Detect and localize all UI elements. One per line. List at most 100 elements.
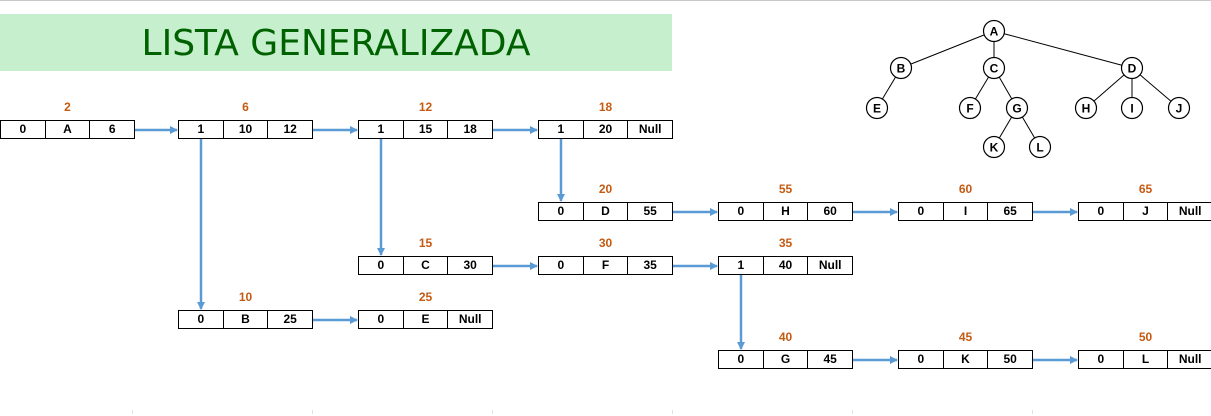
node-value-cell: H	[762, 203, 808, 220]
node-flag-cell: 0	[917, 352, 925, 366]
tree-node-e: E	[865, 96, 889, 120]
node-flag-cell: 0	[557, 204, 565, 218]
node-value-cell: 10	[222, 121, 268, 138]
node-flag-cell: 0	[737, 204, 745, 218]
node-next-cell: 45	[807, 351, 852, 368]
node-flag-cell: 0	[1097, 204, 1105, 218]
node-value-cell: J	[1122, 203, 1168, 220]
node-address: 30	[598, 236, 613, 250]
grid-tick	[852, 410, 853, 414]
node-address: 15	[418, 236, 433, 250]
node-address: 60	[958, 182, 973, 196]
tree-edge	[974, 76, 990, 100]
tree-node-label: I	[1130, 102, 1133, 116]
node-flag-cell: 1	[377, 122, 385, 136]
tree-node-label: H	[1082, 102, 1091, 116]
node-flag-cell: 1	[557, 122, 565, 136]
tree-node-label: L	[1036, 141, 1043, 155]
tree-edge	[1139, 74, 1172, 102]
tree-edge	[881, 76, 897, 100]
tree-node-circle	[982, 19, 1006, 43]
node-flag-cell: 1	[737, 258, 745, 272]
node-address: 6	[242, 100, 249, 114]
node-next-cell: Null	[807, 257, 852, 274]
tree-node-circle	[958, 96, 982, 120]
node-address: 18	[598, 100, 613, 114]
tree-node-circle	[1005, 96, 1029, 120]
node-flag-cell: 0	[737, 352, 745, 366]
grid-tick	[132, 410, 133, 414]
tree-node-circle	[1074, 96, 1098, 120]
node-next-cell: 12	[267, 121, 312, 138]
tree-node-circle	[1028, 135, 1052, 159]
node-next-cell: 18	[447, 121, 492, 138]
tree-node-circle	[982, 56, 1006, 80]
node-address: 25	[418, 290, 433, 304]
node-address: 65	[1138, 182, 1153, 196]
tree-node-circle	[982, 135, 1006, 159]
node-value-cell: L	[1122, 351, 1168, 368]
tree-edge	[998, 116, 1013, 139]
node-address: 35	[778, 236, 793, 250]
node-value-cell: E	[402, 311, 448, 328]
tree-node-circle	[1120, 56, 1144, 80]
node-value-cell: 40	[762, 257, 808, 274]
node-address: 50	[1138, 330, 1153, 344]
node-address: 2	[64, 100, 71, 114]
tree-node-label: K	[990, 141, 999, 155]
tree-node-circle	[1120, 96, 1144, 120]
node-value-cell: D	[582, 203, 628, 220]
page-title: LISTA GENERALIZADA	[141, 23, 531, 64]
tree-node-label: G	[1012, 102, 1021, 116]
node-value-cell: 20	[582, 121, 628, 138]
tree-node-circle	[865, 96, 889, 120]
tree-node-g: G	[1005, 96, 1029, 120]
tree-edge	[1021, 116, 1036, 139]
tree-node-circle	[1167, 96, 1191, 120]
grid-tick	[672, 410, 673, 414]
tree-node-a: A	[982, 19, 1006, 43]
node-flag-cell: 0	[1097, 352, 1105, 366]
tree-node-label: J	[1176, 102, 1183, 116]
tree-edge	[910, 34, 985, 65]
node-address: 55	[778, 182, 793, 196]
tree-node-label: B	[897, 62, 906, 76]
node-next-cell: Null	[1167, 203, 1211, 220]
node-value-cell: F	[582, 257, 628, 274]
tree-node-label: A	[990, 25, 999, 39]
grid-tick	[1032, 410, 1033, 414]
tree-node-f: F	[958, 96, 982, 120]
grid-tick	[312, 410, 313, 414]
node-flag-cell: 0	[377, 258, 385, 272]
node-next-cell: 55	[627, 203, 672, 220]
node-value-cell: B	[222, 311, 268, 328]
tree-node-label: C	[990, 62, 999, 76]
node-next-cell: Null	[1167, 351, 1211, 368]
node-address: 12	[418, 100, 433, 114]
